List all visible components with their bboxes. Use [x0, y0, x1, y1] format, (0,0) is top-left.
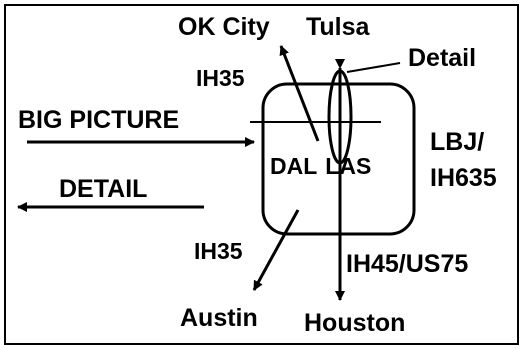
ih35-south-arrow — [252, 209, 300, 291]
big-picture-label: BIG PICTURE — [18, 106, 180, 134]
outer-frame — [4, 4, 519, 345]
ok-city-label: OK City — [178, 13, 270, 41]
lbj-label: LBJ/ — [430, 128, 485, 156]
austin-label: Austin — [180, 304, 258, 332]
ih635-label: IH635 — [430, 164, 497, 192]
detail-top-label: Detail — [408, 44, 477, 72]
detail-leader — [346, 62, 401, 73]
dallas-label-left: DAL — [270, 153, 318, 179]
ih35-north-arrow — [279, 45, 320, 142]
dallas-label-right: LAS — [325, 153, 372, 179]
dallas-label: DAL LAS — [270, 155, 371, 178]
ih45-us75-label: IH45/US75 — [346, 250, 469, 278]
ih35-top-label: IH35 — [196, 65, 245, 91]
detail-left-label: DETAIL — [59, 175, 148, 203]
tulsa-label: Tulsa — [306, 13, 370, 41]
detail-ellipse — [327, 69, 353, 165]
houston-label: Houston — [304, 309, 406, 337]
ih35-bottom-label: IH35 — [194, 238, 243, 264]
